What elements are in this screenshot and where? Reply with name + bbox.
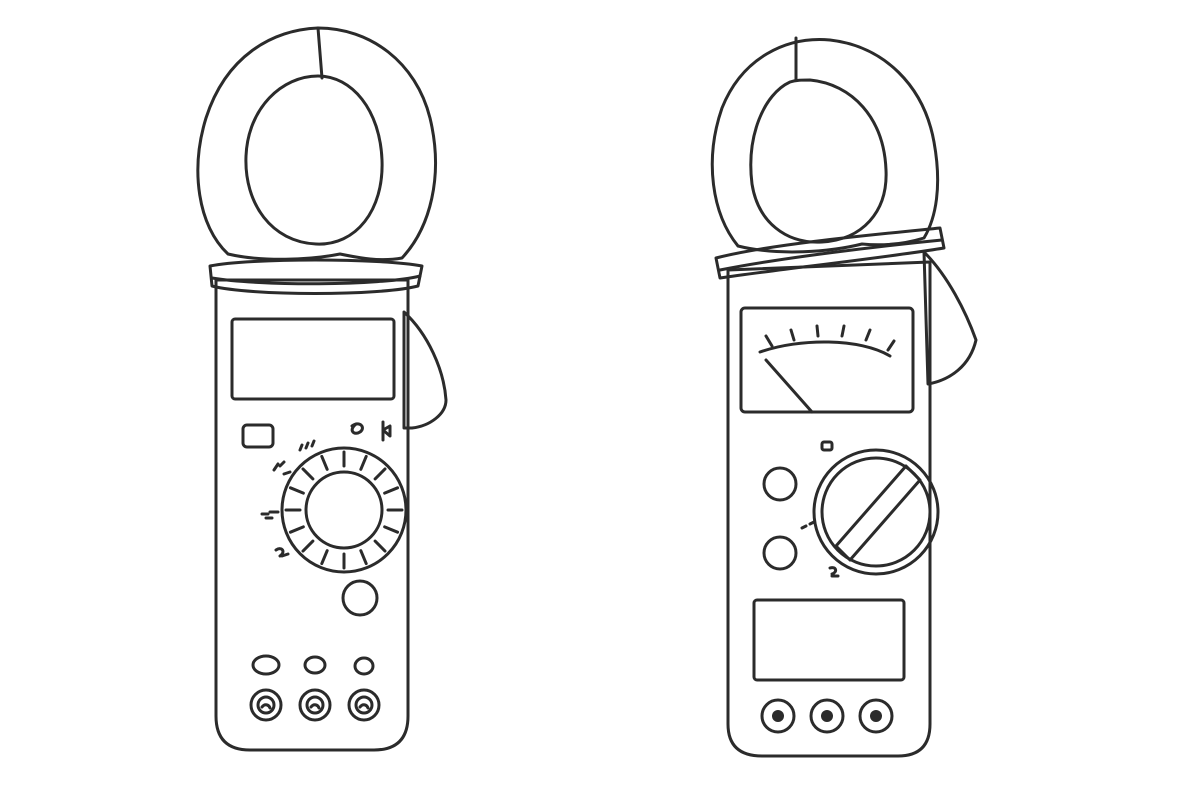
analog-small-indicator bbox=[820, 440, 834, 452]
digital-oval-button-2 bbox=[303, 655, 327, 675]
analog-rotary-grip bbox=[834, 464, 922, 562]
analog-lower-panel bbox=[752, 598, 906, 682]
analog-rotary-outer bbox=[812, 448, 940, 576]
digital-oval-button-3 bbox=[353, 656, 375, 676]
digital-mode-icon bbox=[350, 422, 364, 435]
digital-rotary-ticks bbox=[284, 450, 404, 570]
analog-needle bbox=[764, 358, 814, 414]
digital-hold-button bbox=[241, 423, 275, 449]
digital-meter-body bbox=[214, 278, 410, 752]
analog-range-marks bbox=[800, 520, 840, 578]
analog-clamp-jaw bbox=[710, 38, 940, 254]
dial-tick bbox=[288, 525, 305, 534]
digital-probe-jacks bbox=[249, 688, 381, 722]
digital-jaw-split bbox=[316, 26, 324, 80]
analog-probe-jacks bbox=[760, 698, 894, 734]
analog-button-bottom bbox=[762, 535, 798, 571]
dial-tick bbox=[373, 467, 387, 481]
analog-collar bbox=[714, 226, 946, 280]
digital-oval-button-1 bbox=[251, 654, 281, 676]
dial-tick bbox=[383, 525, 400, 534]
dial-tick bbox=[359, 454, 368, 471]
dial-tick bbox=[373, 539, 387, 553]
analog-button-top bbox=[762, 466, 798, 502]
analog-clamp-meter bbox=[710, 36, 978, 758]
digital-rotary-knob bbox=[304, 470, 384, 550]
digital-collar-seam bbox=[210, 274, 422, 286]
digital-range-marks bbox=[260, 439, 316, 558]
dial-tick bbox=[288, 486, 305, 495]
dial-tick bbox=[301, 467, 315, 481]
digital-speaker-icon bbox=[381, 420, 392, 442]
digital-clamp-jaw bbox=[196, 26, 437, 262]
dial-tick bbox=[320, 549, 329, 566]
dial-tick bbox=[359, 549, 368, 566]
digital-lcd-display bbox=[230, 317, 396, 401]
digital-jaw-opening bbox=[244, 74, 384, 246]
analog-scale-ticks bbox=[764, 324, 896, 352]
dial-tick bbox=[301, 539, 315, 553]
analog-rotary-inner bbox=[820, 456, 932, 568]
digital-rotary-ring bbox=[280, 446, 408, 574]
digital-collar bbox=[208, 258, 424, 295]
analog-dial-window bbox=[739, 306, 915, 414]
digital-clamp-meter bbox=[196, 26, 448, 752]
dial-tick bbox=[383, 486, 400, 495]
analog-collar-seam bbox=[718, 238, 944, 272]
analog-meter-body bbox=[726, 260, 932, 758]
analog-scale-arc bbox=[758, 340, 892, 358]
digital-round-button bbox=[341, 579, 379, 617]
digital-clamp-trigger bbox=[402, 310, 448, 430]
analog-clamp-trigger bbox=[922, 250, 978, 386]
analog-jaw-opening bbox=[749, 78, 888, 244]
dial-tick bbox=[320, 454, 329, 471]
